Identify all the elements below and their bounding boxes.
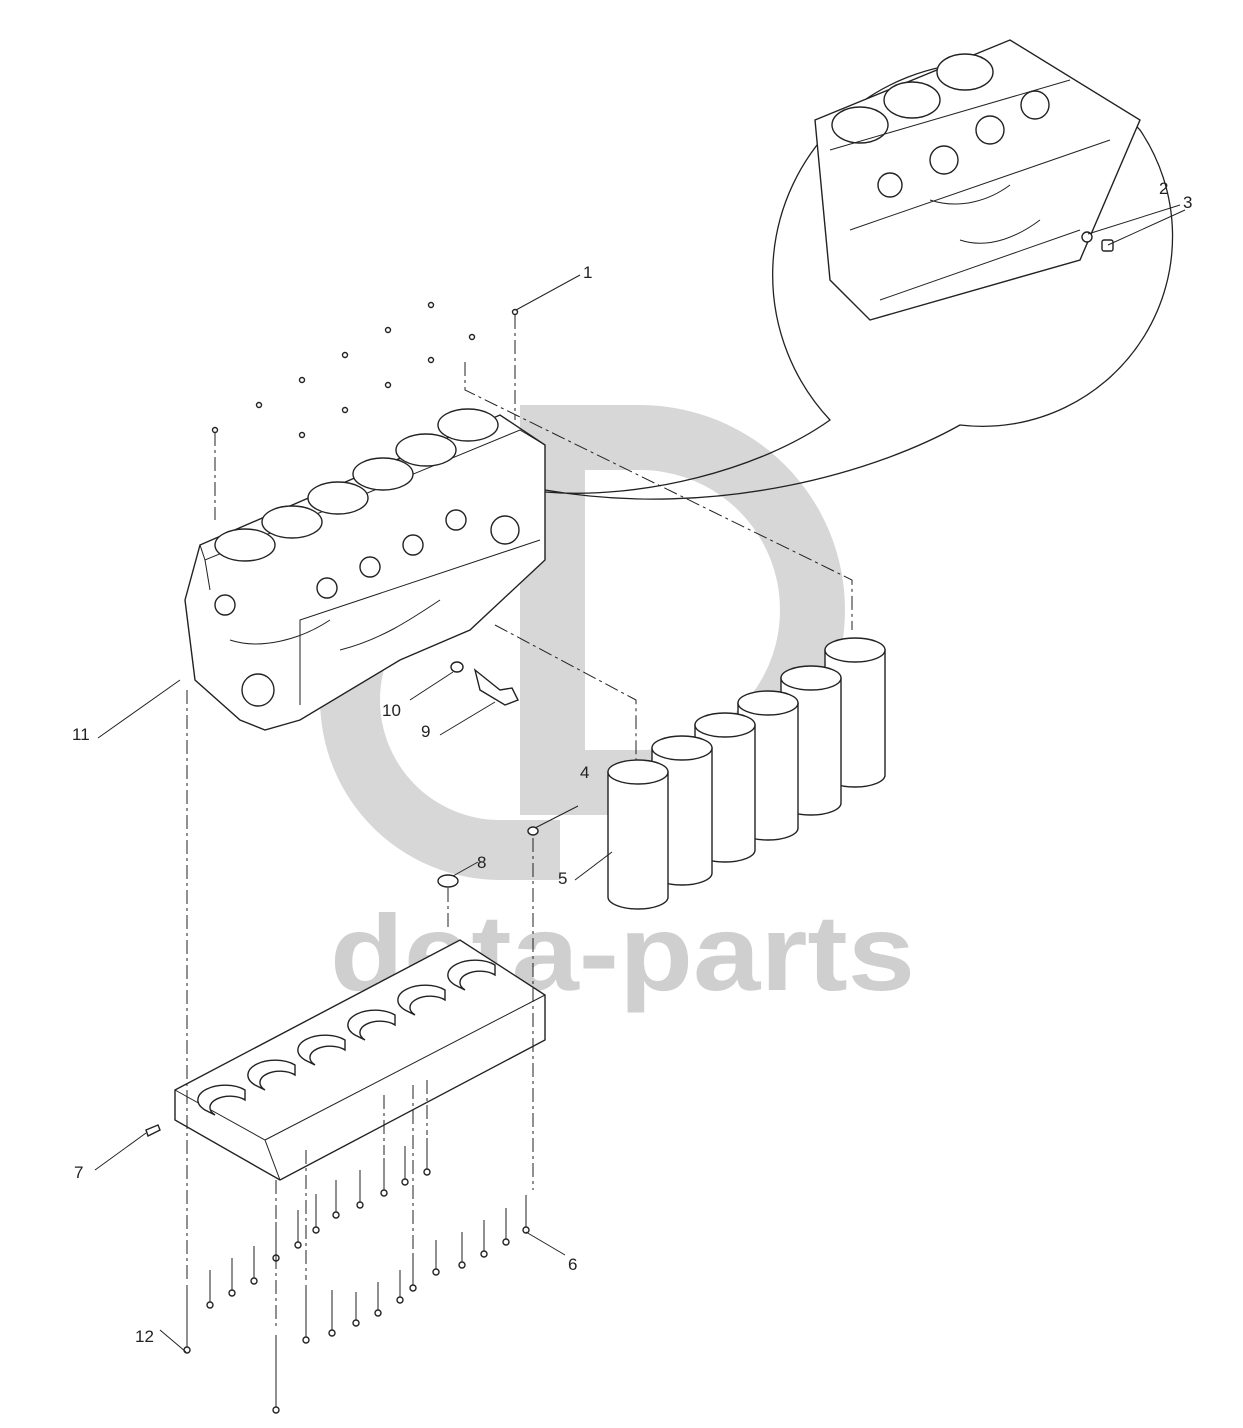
plug-4 bbox=[527, 826, 539, 836]
callout-labels: 1 2 3 4 5 6 7 8 9 10 11 12 bbox=[72, 179, 1192, 1346]
engine-block bbox=[184, 408, 546, 731]
leader-lines bbox=[94, 204, 1186, 1353]
head-bolts bbox=[211, 301, 519, 439]
sensor-assembly bbox=[450, 661, 519, 706]
callout-2: 2 bbox=[1159, 179, 1168, 198]
detail-plug bbox=[1101, 239, 1114, 252]
o-ring-8 bbox=[437, 874, 459, 888]
callout-9: 9 bbox=[421, 722, 430, 741]
cylinder-liners bbox=[607, 637, 886, 910]
crankcase-bolts bbox=[183, 1138, 530, 1414]
callout-7: 7 bbox=[74, 1163, 83, 1182]
detail-inset bbox=[544, 39, 1174, 500]
callout-10: 10 bbox=[382, 701, 401, 720]
callout-8: 8 bbox=[477, 853, 486, 872]
crankcase-lower bbox=[174, 939, 546, 1181]
detail-washer bbox=[1081, 231, 1093, 243]
callout-4: 4 bbox=[580, 763, 589, 782]
alignment-lines bbox=[186, 315, 853, 1330]
callout-3: 3 bbox=[1183, 193, 1192, 212]
callout-1: 1 bbox=[583, 263, 592, 282]
pin-7 bbox=[145, 1124, 161, 1137]
callout-12: 12 bbox=[135, 1327, 154, 1346]
callout-5: 5 bbox=[558, 869, 567, 888]
callout-11: 11 bbox=[72, 725, 90, 744]
detail-engine-block bbox=[814, 39, 1141, 321]
callout-6: 6 bbox=[568, 1255, 577, 1274]
